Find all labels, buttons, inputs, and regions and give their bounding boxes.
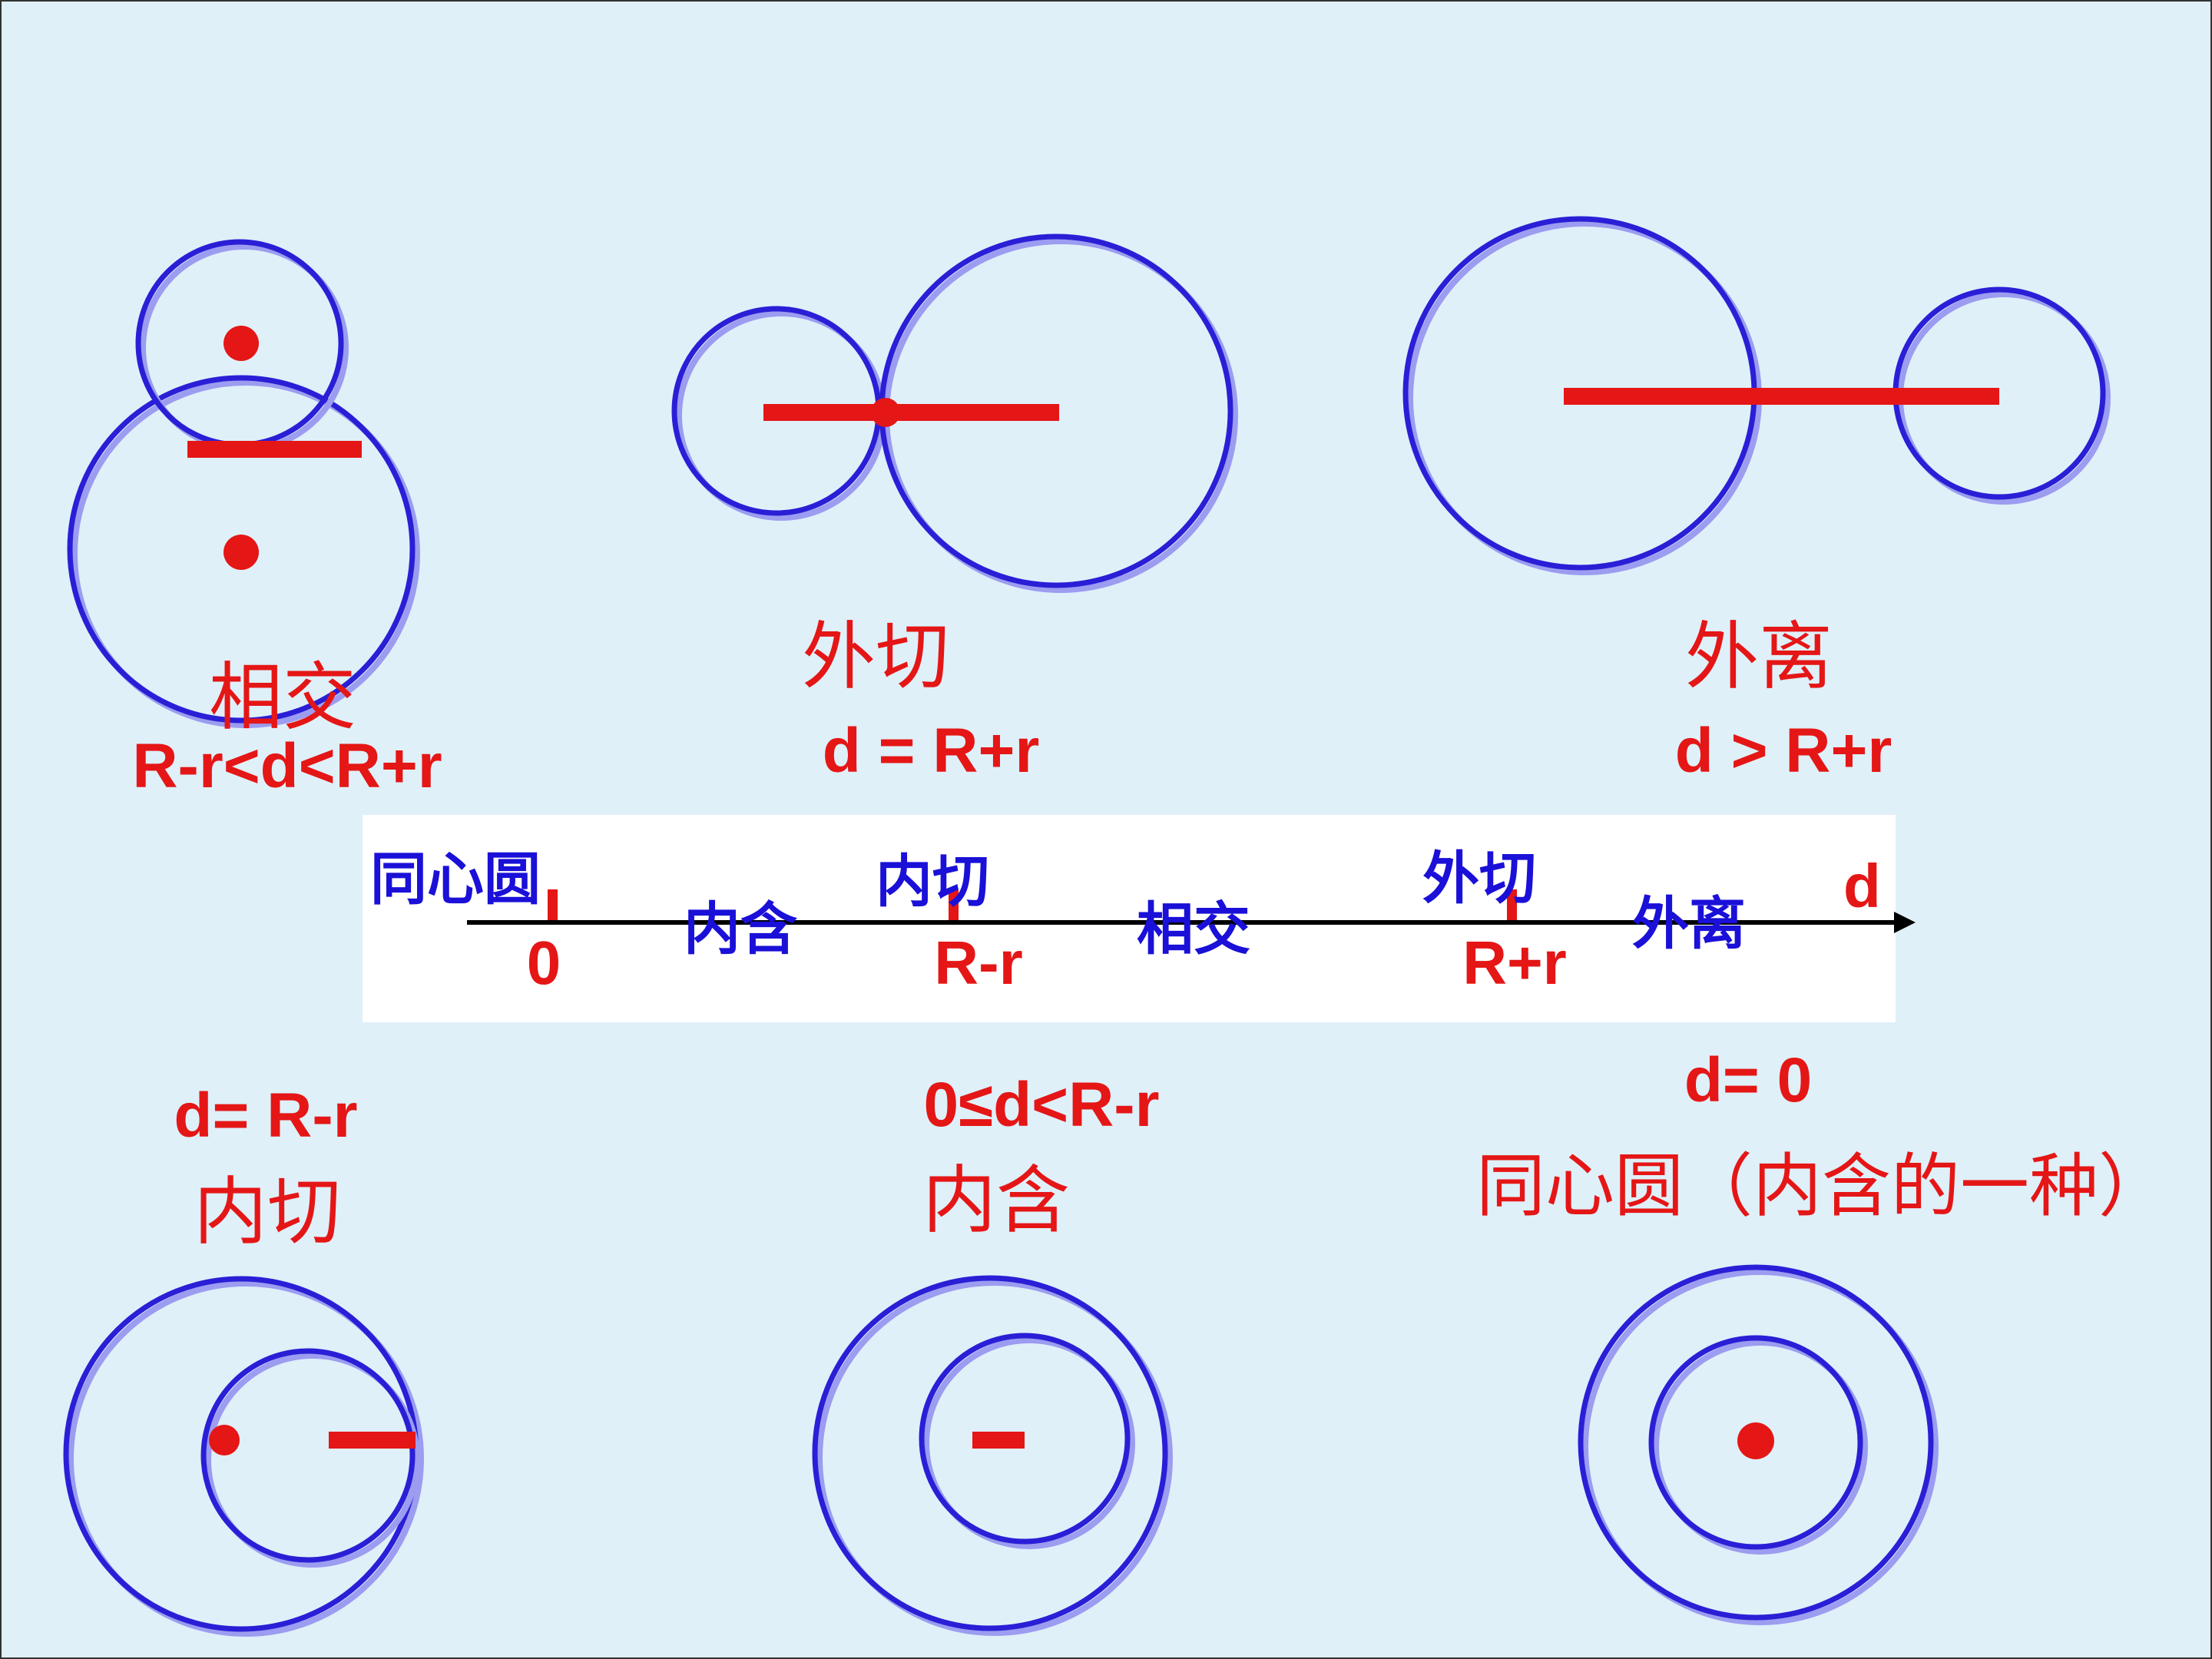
contain-small-circle [919, 1333, 1131, 1545]
contain-name: 内含 [922, 1157, 1070, 1243]
concentric-figure [1578, 1264, 1939, 1625]
concentric-name: 同心圆（内含的一种） [1476, 1146, 2167, 1227]
nl-tick-label-r-plus: R+r [1462, 929, 1567, 997]
nl-label-internal-tangent: 内切 [876, 849, 989, 915]
tick-mark-r-plus [1507, 889, 1517, 920]
internal-tangent-name: 内切 [194, 1169, 341, 1255]
external-tangent-name: 外切 [802, 614, 949, 700]
int-tangent-small-circle-shadow [205, 1353, 420, 1568]
concentric-formula: d= 0 [1684, 1045, 1813, 1115]
intersect-large-circle-shadow [71, 379, 420, 728]
int-tangent-center [209, 1425, 240, 1455]
nl-label-separate: 外离 [1632, 891, 1746, 957]
external-tangent-formula: d = R+r [822, 716, 1040, 786]
contain-large-circle [812, 1275, 1168, 1631]
separate-formula: d > R+r [1674, 716, 1892, 786]
ext-tangent-touch-point [871, 398, 900, 427]
intersect-distance-segment [187, 441, 362, 458]
tick-mark-r-minus [949, 889, 959, 920]
concentric-large-circle [1578, 1264, 1934, 1621]
separate-distance-segment [1564, 388, 1999, 405]
concentric-center [1737, 1422, 1774, 1459]
int-tangent-large-circle [63, 1276, 419, 1632]
concentric-large-circle-shadow [1582, 1269, 1939, 1625]
number-line-panel [363, 815, 1916, 1022]
contain-large-circle-shadow [816, 1280, 1173, 1636]
internal-tangent-formula: d= R-r [174, 1081, 358, 1151]
concentric-small-circle [1648, 1335, 1863, 1550]
intersect-small-center [224, 326, 259, 361]
internal-tangent-figure [63, 1276, 424, 1637]
ext-tangent-distance-segment [763, 404, 1059, 421]
intersect-large-circle [67, 375, 416, 724]
nl-label-concentric: 同心圆 [370, 846, 541, 912]
nl-label-external-tangent: 外切 [1422, 846, 1536, 912]
contain-formula: 0≤d<R-r [923, 1070, 1160, 1140]
nl-label-intersect: 相交 [1137, 896, 1250, 962]
external-tangent-figure [671, 233, 1238, 593]
int-tangent-small-circle [200, 1348, 416, 1563]
nl-axis-label: d [1843, 852, 1881, 920]
intersect-name: 相交 [209, 654, 356, 740]
tick-mark-zero [548, 889, 558, 920]
int-tangent-large-circle-shadow [68, 1280, 424, 1637]
nl-label-contain: 内含 [684, 896, 797, 962]
separate-name: 外离 [1685, 614, 1833, 700]
nl-tick-label-zero: 0 [526, 929, 561, 997]
intersect-figure [67, 239, 420, 728]
int-tangent-distance-segment [329, 1432, 416, 1449]
intersect-large-center [224, 535, 259, 570]
concentric-small-circle-shadow [1653, 1339, 1868, 1555]
contain-distance-segment [972, 1432, 1025, 1449]
separate-figure [1402, 216, 2111, 575]
contain-figure [812, 1275, 1173, 1636]
number-line-arrowhead [1894, 912, 1916, 933]
intersect-formula: R-r<d<R+r [132, 731, 442, 801]
number-line-background [363, 815, 1896, 1022]
contain-small-circle-shadow [923, 1337, 1135, 1549]
nl-tick-label-r-minus: R-r [934, 929, 1023, 997]
